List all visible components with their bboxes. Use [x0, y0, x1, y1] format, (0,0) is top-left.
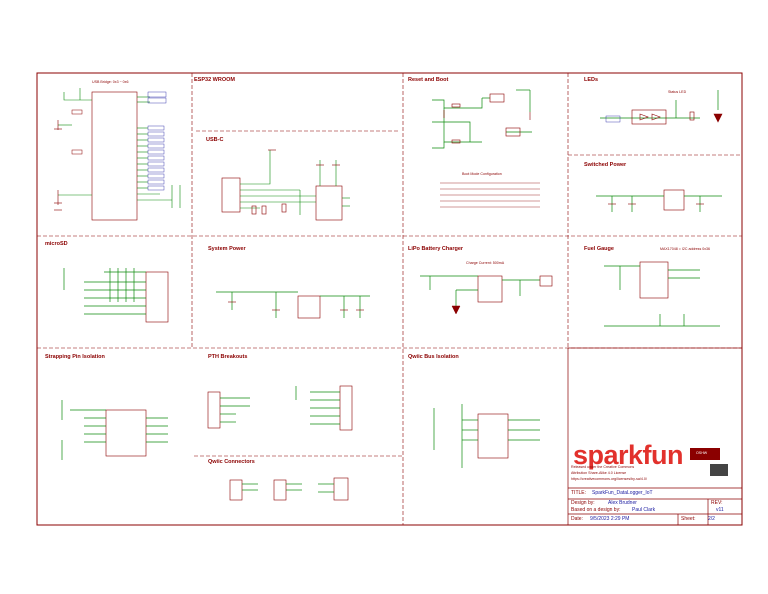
based-value: Paul Clark [632, 507, 656, 513]
strapping-schematic [61, 400, 168, 460]
design-value: Alex Brudner [608, 500, 637, 506]
usbc-schematic [221, 149, 350, 221]
title-label: TITLE: [571, 490, 587, 496]
fuel-gauge-title: Fuel Gauge [584, 246, 614, 252]
usbc-title: USB-C [206, 137, 224, 143]
qwiic-isolation-title: Qwiic Bus Isolation [408, 354, 459, 360]
sparkfun-logo: sparkfun [573, 440, 684, 470]
qwiic-connectors-title: Qwiic Connectors [208, 459, 255, 465]
fuel-address-note: MAX17048 = I2C address 0x36 [660, 247, 711, 251]
switched-power-title: Switched Power [584, 162, 627, 168]
title-value: SparkFun_DataLogger_IoT [592, 490, 653, 496]
qwiic-isolation-schematic [433, 404, 540, 468]
charger-schematic [420, 275, 553, 315]
rev-value: v11 [716, 507, 724, 513]
sheet-label: Sheet: [681, 516, 696, 522]
title-block-frame [567, 347, 743, 526]
reset-boot-title: Reset and Boot [408, 77, 449, 83]
date-value: 9/5/2023 2:29 PM [590, 516, 630, 522]
section-dividers [37, 73, 742, 525]
switched-power-schematic [596, 189, 722, 212]
leds-title: LEDs [584, 77, 599, 83]
oshw-badge-label: OSHW [696, 451, 708, 455]
charger-title: LiPo Battery Charger [408, 246, 464, 252]
oshw-badge [690, 448, 720, 460]
reset-boot-schematic [432, 89, 540, 208]
sheet-frame [36, 72, 743, 526]
design-label: Design by: [571, 500, 595, 506]
microsd-schematic [63, 268, 169, 323]
sheet-value: 2/2 [708, 516, 715, 522]
boot-table-title: Boot Mode Configuration [462, 172, 502, 176]
date-label: Date: [571, 516, 583, 522]
fuel-gauge-schematic [604, 261, 720, 327]
pth-title: PTH Breakouts [208, 354, 248, 360]
pth-schematic [207, 385, 353, 431]
leds-schematic [600, 90, 723, 125]
charge-current-note: Charge Current: 500mA [466, 261, 505, 265]
microsd-title: microSD [45, 241, 68, 247]
qwiic-connectors-schematic [229, 477, 349, 501]
esp32-title: ESP32 WROOM [194, 77, 235, 83]
esp32-schematic [54, 88, 181, 221]
license-line-1: Released under the Creative Commons [571, 465, 635, 469]
esp-module-note: USB Bridge: 0x3 ~ 0x6 [92, 80, 129, 84]
license-line-3: https://creativecommons.org/licenses/by-… [571, 477, 647, 481]
status-led-label: Status LED [668, 90, 687, 94]
badge-icon [710, 464, 728, 476]
based-label: Based on a design by: [571, 507, 621, 513]
strapping-title: Strapping Pin Isolation [45, 354, 105, 360]
license-line-2: Attribution Share-Alike 4.0 License [571, 471, 627, 475]
system-power-schematic [216, 291, 370, 319]
rev-label: REV: [711, 500, 723, 506]
system-power-title: System Power [208, 246, 246, 252]
